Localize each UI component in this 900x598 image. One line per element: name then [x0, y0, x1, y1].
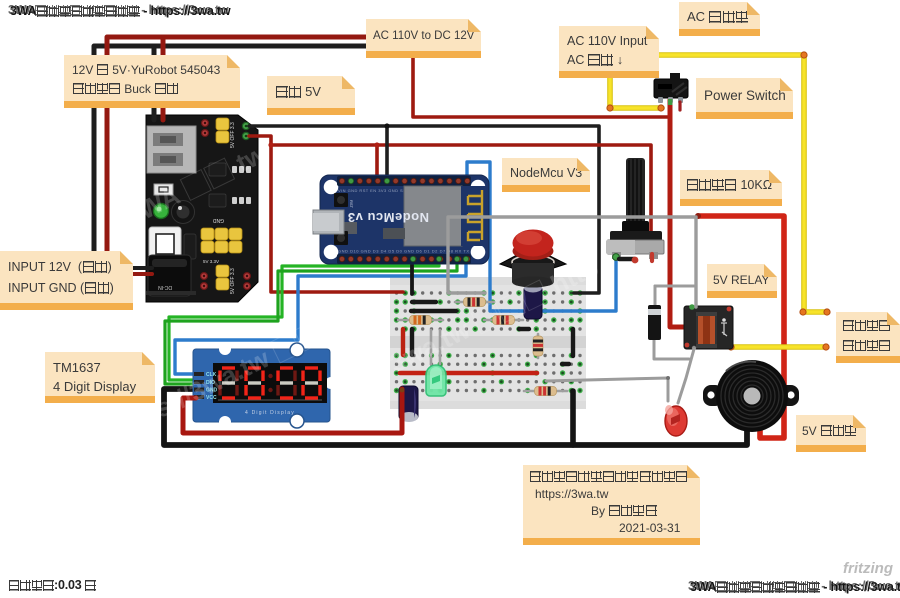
svg-text:VCC: VCC — [206, 395, 217, 401]
svg-text:5V OFF 3.3: 5V OFF 3.3 — [230, 122, 236, 148]
svg-text:NodeMcu v3: NodeMcu v3 — [347, 210, 429, 225]
svg-text:GND: GND — [206, 388, 218, 394]
svg-text:RST: RST — [349, 200, 354, 209]
svg-text:4 Digit Display: 4 Digit Display — [245, 410, 295, 416]
svg-text:DIO: DIO — [206, 380, 215, 386]
svg-text:DC-IN: DC-IN — [158, 284, 172, 290]
svg-text:GND D10 GND D3 D4 D5 D0 GND D6: GND D10 GND D3 D4 D5 D0 GND D6 D1 D2 D7 … — [338, 249, 469, 254]
svg-text:GND: GND — [213, 217, 225, 223]
svg-text:5V 3.3V: 5V 3.3V — [203, 259, 219, 264]
svg-text:CLK: CLK — [206, 372, 217, 378]
svg-text:5V OFF 3.3: 5V OFF 3.3 — [230, 268, 236, 294]
